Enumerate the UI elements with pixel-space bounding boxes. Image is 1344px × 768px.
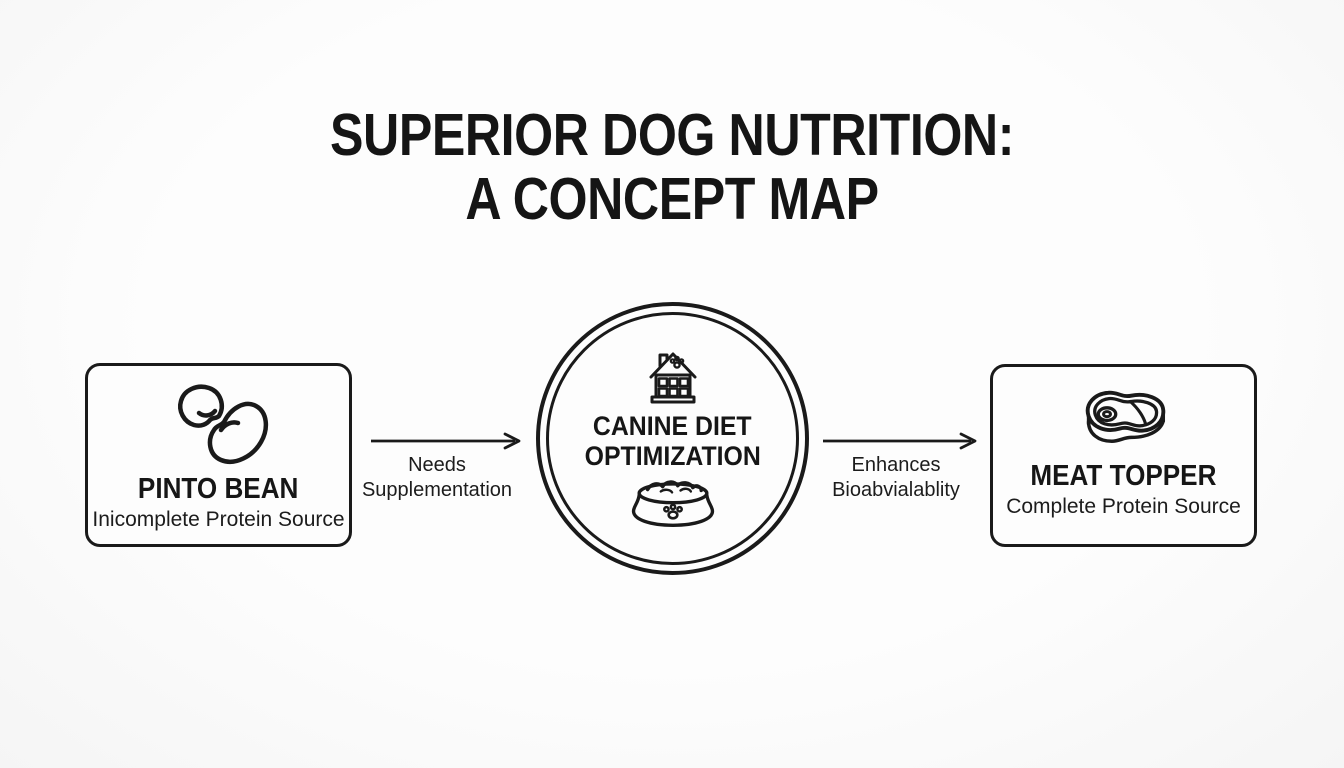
- node-pinto-bean: PINTO BEAN Inicomplete Protein Source: [85, 363, 352, 547]
- node-canine-diet-title-line2: OPTIMIZATION: [584, 441, 761, 471]
- page-title: SUPERIOR DOG NUTRITION: A CONCEPT MAP: [0, 103, 1344, 231]
- node-meat-topper: MEAT TOPPER Complete Protein Source: [990, 364, 1257, 547]
- edge-label-line: Needs: [408, 454, 466, 476]
- node-canine-diet-title-line1: CANINE DIET: [593, 411, 752, 441]
- house-icon: [644, 345, 702, 405]
- steak-icon: [1075, 379, 1172, 457]
- edge-label-enhances-bioavailability: Enhances Bioabvialablity: [801, 453, 991, 503]
- edge-label-line: Supplementation: [361, 479, 513, 501]
- edge-label-needs-supplementation: Needs Supplementation: [342, 453, 532, 503]
- arrow-needs-supplementation: [371, 432, 521, 450]
- node-canine-diet-optimization: CANINE DIET OPTIMIZATION: [536, 302, 809, 575]
- node-pinto-bean-title: PINTO BEAN: [138, 473, 299, 505]
- edge-label-line: Bioabvialablity: [832, 479, 960, 501]
- page-title-line2: A CONCEPT MAP: [465, 166, 879, 232]
- node-pinto-bean-subtitle: Inicomplete Protein Source: [92, 508, 345, 531]
- dog-bowl-icon: [626, 479, 720, 533]
- edge-label-line: Enhances: [851, 454, 941, 476]
- node-meat-topper-subtitle: Complete Protein Source: [1006, 495, 1241, 518]
- node-canine-diet-optimization-inner-ring: CANINE DIET OPTIMIZATION: [546, 312, 799, 565]
- bean-icon: [169, 380, 269, 470]
- arrow-enhances-bioavailability: [823, 432, 977, 450]
- page-title-line1: SUPERIOR DOG NUTRITION:: [330, 102, 1014, 168]
- node-meat-topper-title: MEAT TOPPER: [1030, 460, 1217, 492]
